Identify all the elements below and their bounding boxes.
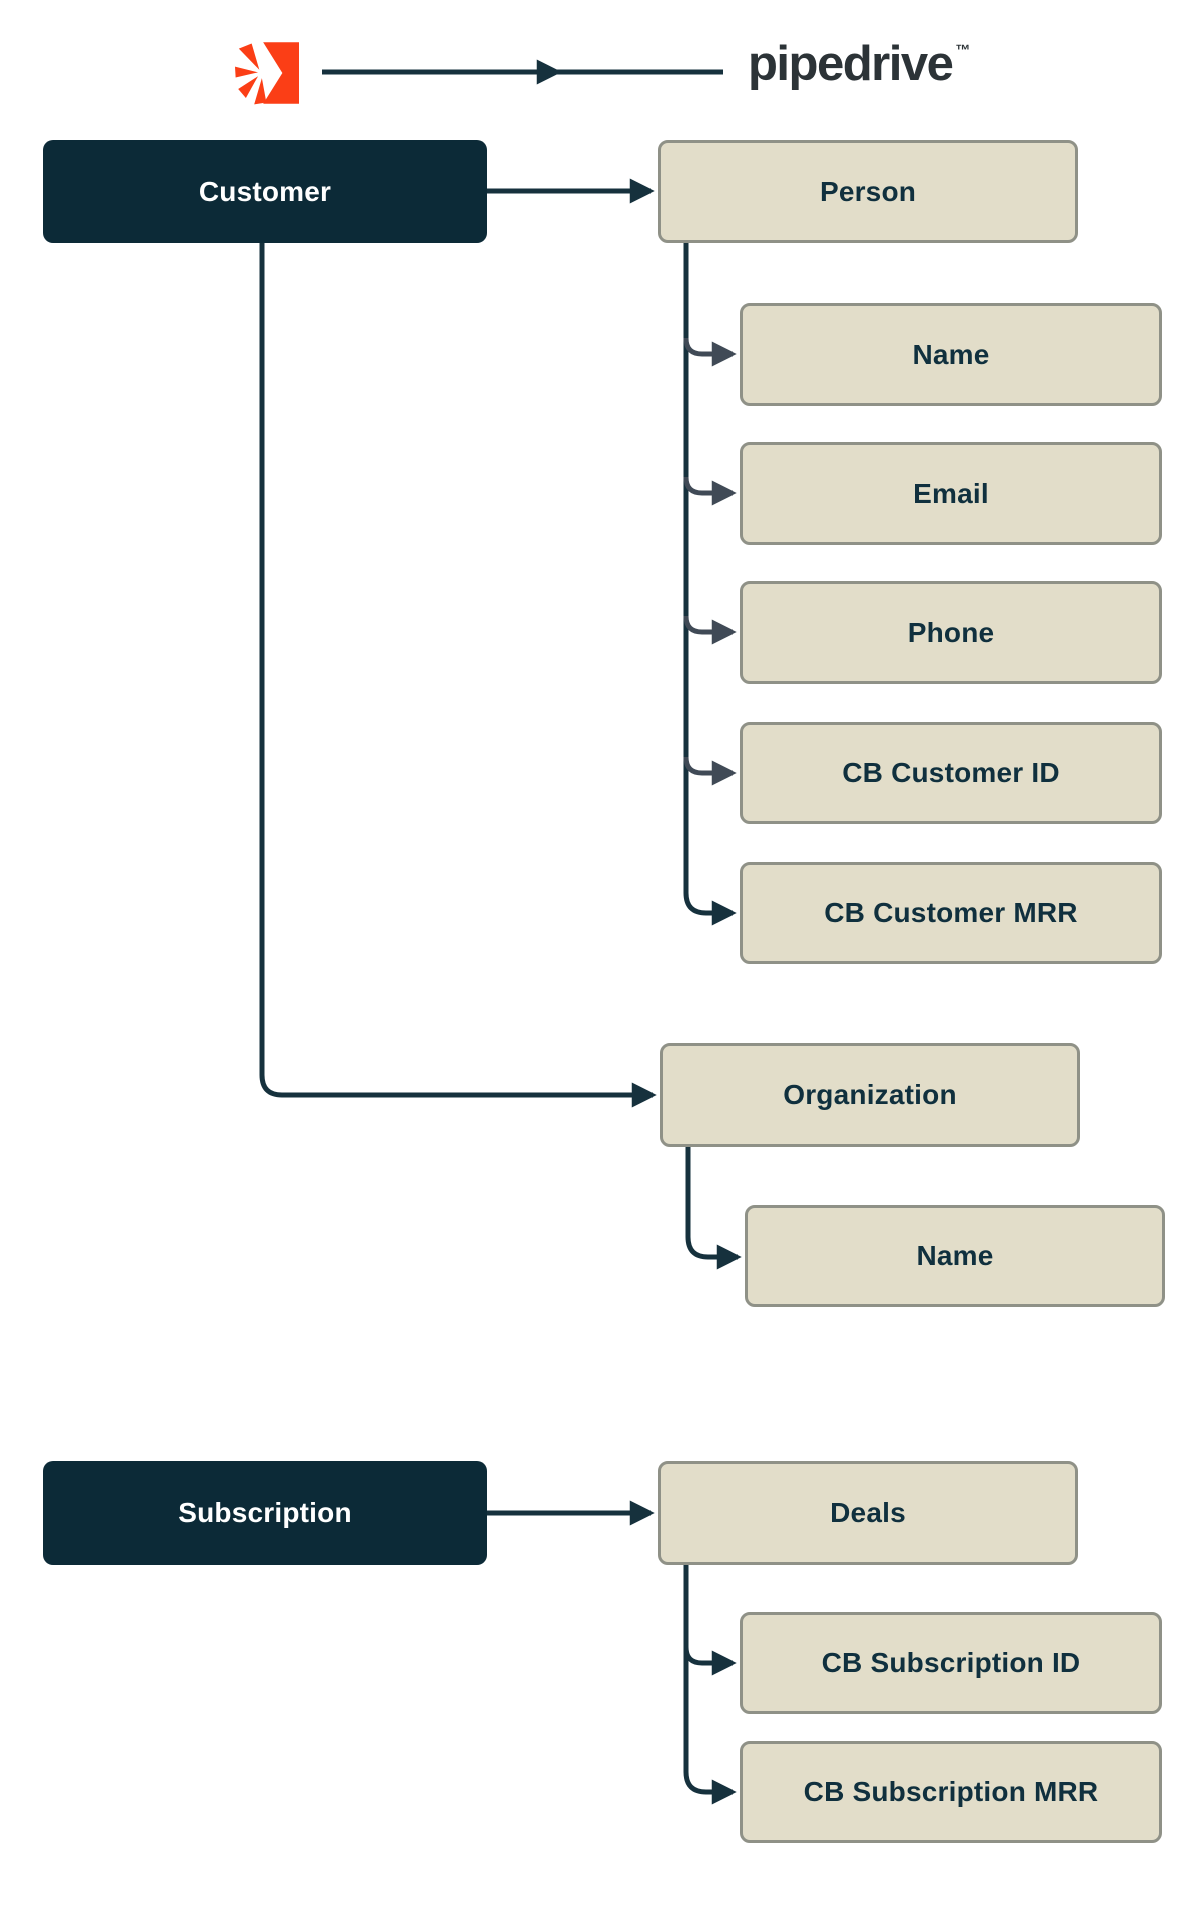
node-label: Customer <box>198 175 332 207</box>
node-cb-customer-id: CB Customer ID <box>740 722 1162 824</box>
node-cb-subscription-mrr: CB Subscription MRR <box>740 1741 1162 1843</box>
arrow-customer-organization <box>259 243 657 1108</box>
node-label: Subscription <box>178 1497 352 1528</box>
node-label: Deals <box>830 1497 906 1528</box>
node-label: Person <box>819 175 917 207</box>
node-label: CB Customer ID <box>842 757 1060 788</box>
node-customer: Customer <box>43 140 487 243</box>
arrow-person-trunk <box>683 243 737 926</box>
node-label: Email <box>913 477 989 509</box>
node-cb-customer-mrr: CB Customer MRR <box>740 862 1162 964</box>
arrow-person-cbcid <box>683 756 737 786</box>
arrow-organization-name <box>685 1147 742 1270</box>
arrow-deals-cbsid <box>683 1646 737 1676</box>
node-subscription: Subscription <box>43 1461 487 1565</box>
node-person-phone: Phone <box>740 581 1162 684</box>
node-organization-name: Name <box>745 1205 1165 1307</box>
node-person: Person <box>658 140 1078 243</box>
node-deals: Deals <box>658 1461 1078 1565</box>
node-label: Name <box>916 1240 994 1271</box>
node-label: CB Subscription ID <box>821 1647 1081 1678</box>
node-organization: Organization <box>660 1043 1080 1147</box>
node-person-name: Name <box>740 303 1162 406</box>
chargebee-logo-icon <box>235 40 299 106</box>
node-label: CB Subscription MRR <box>803 1776 1099 1807</box>
node-person-email: Email <box>740 442 1162 545</box>
arrow-deals-trunk <box>683 1565 737 1805</box>
node-cb-subscription-id: CB Subscription ID <box>740 1612 1162 1714</box>
pipedrive-logo-text: pipedrive <box>748 37 954 91</box>
arrow-person-phone <box>683 615 737 645</box>
arrow-person-email <box>683 476 737 506</box>
trademark-symbol: ™ <box>955 41 971 59</box>
node-label: Organization <box>783 1079 957 1110</box>
node-label: CB Customer MRR <box>824 897 1078 928</box>
node-label: Name <box>912 338 990 370</box>
node-label: Phone <box>907 616 995 648</box>
arrow-person-name <box>683 337 737 367</box>
